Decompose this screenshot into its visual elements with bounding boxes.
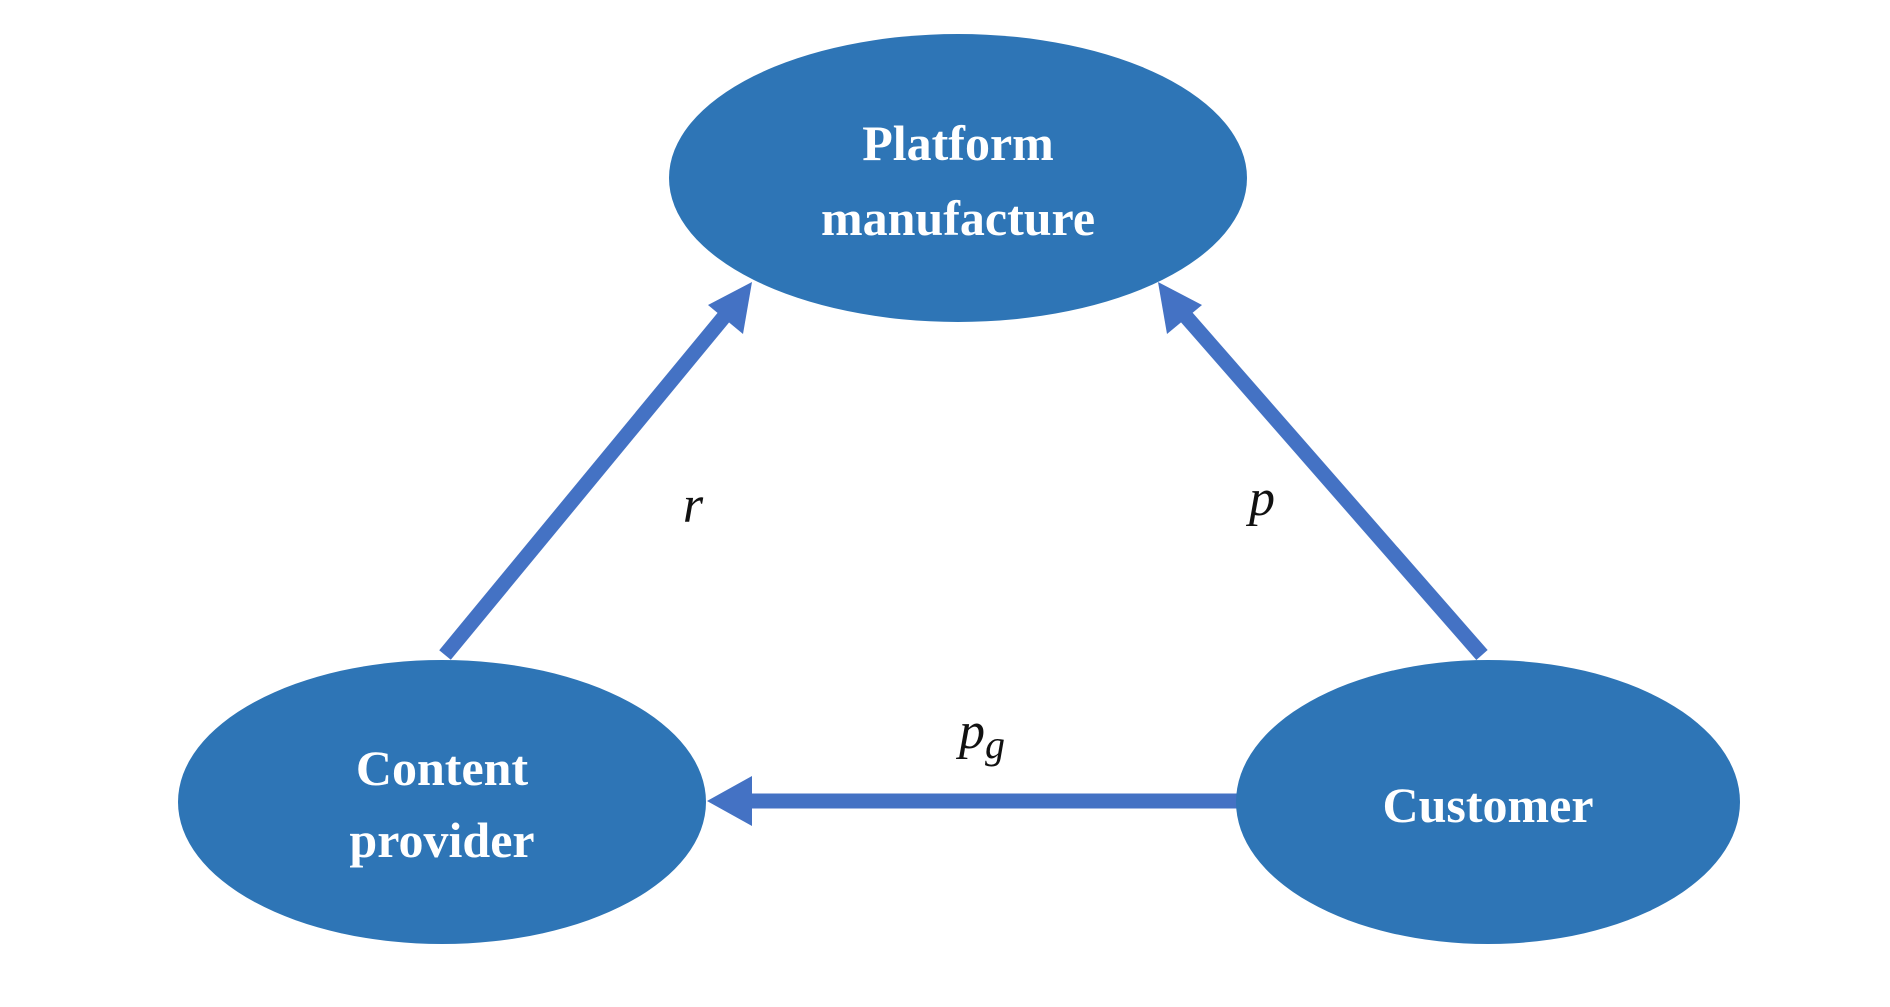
node-label-customer: Customer	[1382, 777, 1593, 833]
arrowhead-pg	[707, 776, 752, 826]
node-ellipse-customer	[1236, 660, 1740, 944]
edge-label-p: p	[1245, 470, 1275, 527]
edge-content-to-platform: r	[439, 282, 752, 660]
arrowhead-r	[708, 282, 752, 334]
edge-customer-to-platform: p	[1158, 282, 1488, 660]
node-label-platform-line2: manufacture	[821, 190, 1095, 246]
node-content-provider: Content provider	[178, 660, 706, 944]
arrowhead-p	[1158, 282, 1202, 334]
edge-label-r: r	[683, 477, 704, 534]
node-ellipse-platform	[669, 34, 1247, 322]
edge-line-p	[1176, 307, 1488, 660]
node-label-content-line1: Content	[356, 740, 529, 796]
node-customer: Customer	[1236, 660, 1740, 944]
node-ellipse-content	[178, 660, 706, 944]
node-label-platform-line1: Platform	[862, 115, 1054, 171]
edge-customer-to-content: pg	[707, 703, 1240, 826]
node-label-content-line2: provider	[349, 812, 534, 868]
node-platform-manufacture: Platform manufacture	[669, 34, 1247, 322]
edge-label-pg: pg	[955, 703, 1005, 767]
edge-line-r	[439, 307, 734, 660]
